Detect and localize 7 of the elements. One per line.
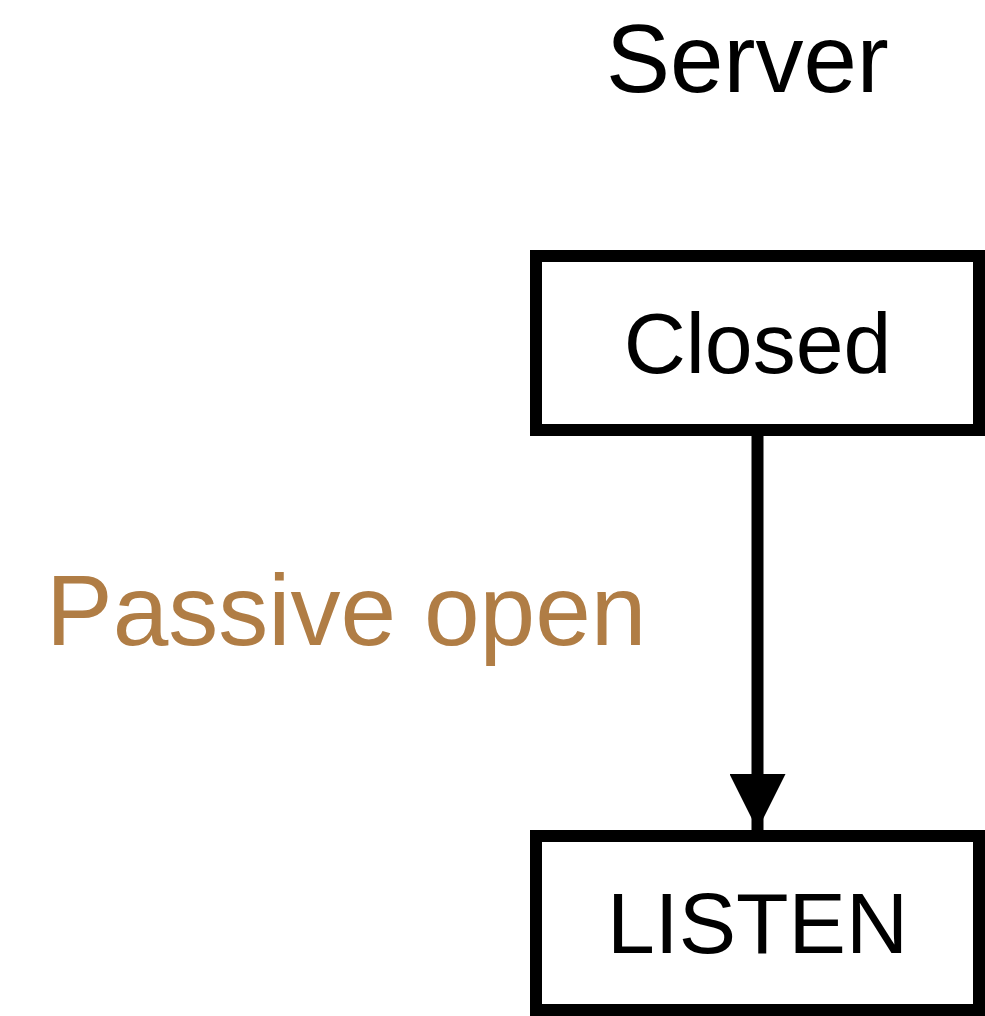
arrow [729, 436, 786, 830]
state-box [530, 830, 985, 1016]
diagram-title: Server [606, 4, 889, 114]
state-label: LISTEN [606, 873, 909, 973]
state-box [530, 250, 985, 436]
edge-label: Passive open [46, 553, 647, 668]
state-label: Closed [623, 293, 892, 393]
